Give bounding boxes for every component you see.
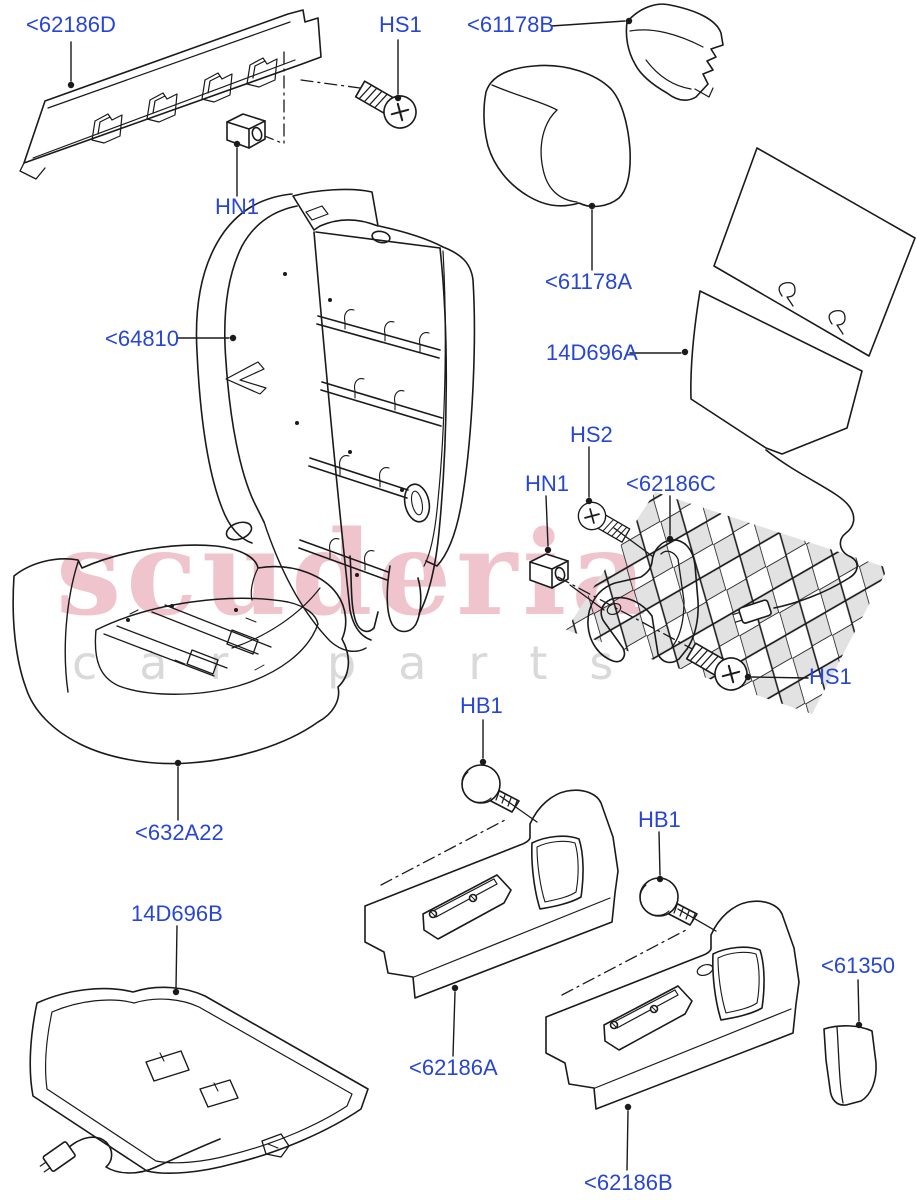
part-label-62186D: <62186D — [26, 12, 116, 37]
part-label-HS2: HS2 — [570, 422, 613, 447]
part-valance-panel-62186B — [545, 900, 800, 1110]
part-label-64810: <64810 — [105, 326, 180, 351]
part-screw-HS2 — [572, 496, 653, 557]
part-clip-nut-HN1-middle — [529, 553, 605, 611]
part-label-HS1-middle: HS1 — [809, 664, 852, 689]
part-clip-nut-HN1-top — [226, 113, 266, 149]
part-label-HN1-middle: HN1 — [525, 471, 570, 496]
part-label-61178A: <61178A — [545, 269, 633, 294]
part-label-62186A: <62186A — [409, 1055, 498, 1080]
part-label-14D696B: 14D696B — [131, 901, 223, 926]
watermark-checker-flag — [566, 492, 888, 714]
part-seat-back-64810 — [195, 188, 476, 653]
part-headrest-61178A — [483, 64, 631, 208]
part-label-HB1-left: HB1 — [460, 693, 503, 718]
part-label-61178B: <61178B — [467, 12, 555, 37]
part-label-62186C: <62186C — [626, 471, 716, 496]
part-label-61350: <61350 — [821, 953, 896, 978]
part-cover-61350 — [823, 1025, 877, 1106]
part-backrest-panel-62186D — [19, 9, 322, 180]
part-recliner-bracket-62186C — [557, 539, 699, 664]
part-heating-element-14D696B — [29, 986, 369, 1175]
part-label-HN1-top: HN1 — [215, 194, 260, 219]
part-label-HS1-top: HS1 — [379, 12, 422, 37]
part-screw-HS1-top — [351, 74, 423, 135]
part-knob-HB1-left — [461, 764, 538, 823]
leader-lines — [67, 17, 863, 1171]
part-valance-panel-62186A — [364, 789, 619, 999]
part-headrest-61178B — [625, 3, 724, 102]
part-knob-HB1-right — [639, 877, 717, 932]
part-seat-cushion-632A22 — [12, 544, 350, 765]
part-label-14D696A: 14D696A — [546, 340, 638, 365]
part-label-632A22: <632A22 — [135, 820, 224, 845]
part-label-HB1-right: HB1 — [638, 807, 681, 832]
part-heating-element-14D696A — [690, 147, 916, 624]
part-label-62186B: <62186B — [584, 1170, 673, 1195]
watermark-subtitle-text: car parts — [72, 636, 656, 690]
